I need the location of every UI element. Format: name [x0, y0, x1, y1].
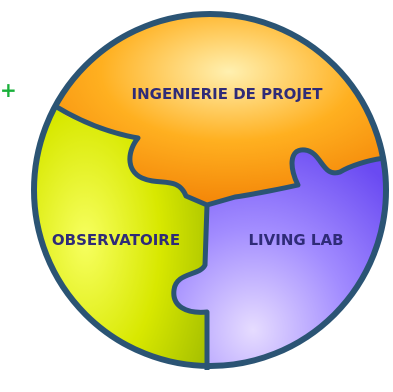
label-living-lab: LIVING LAB — [248, 231, 343, 249]
border-vertical — [171, 204, 210, 370]
border-left-top — [53, 103, 208, 208]
label-observatoire: OBSERVATOIRE — [52, 231, 180, 249]
label-ingenierie: INGENIERIE DE PROJET — [132, 85, 324, 103]
piece-ingenierie — [34, 14, 386, 205]
plus-mark: + — [0, 78, 17, 102]
border-top-right — [206, 147, 386, 208]
outer-ring — [31, 11, 389, 369]
